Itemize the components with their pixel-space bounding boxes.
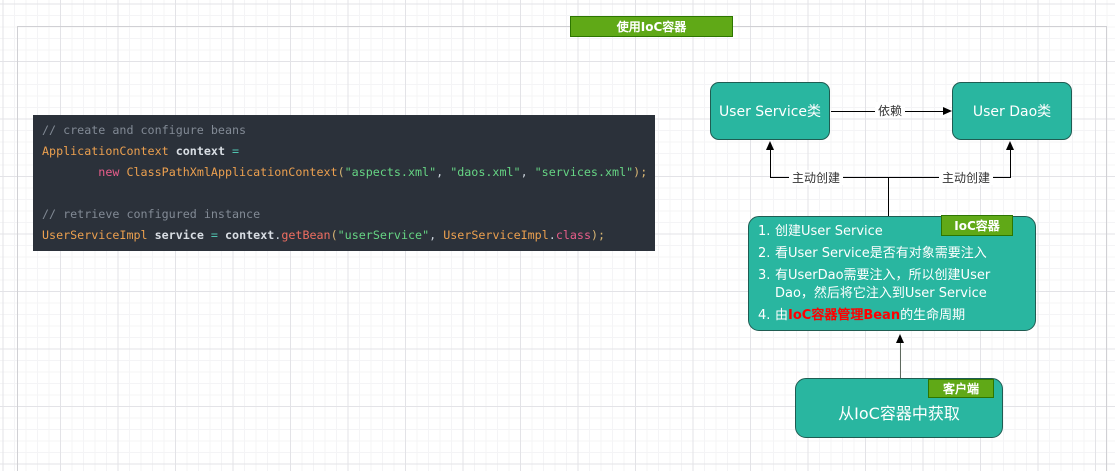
client-badge[interactable]: 客户端 [928, 379, 994, 398]
create-label-left[interactable]: 主动创建 [789, 170, 843, 185]
node-user-service[interactable]: User Service类 [710, 82, 830, 140]
ioc-step: 4.由IoC容器管理Bean的生命周期 [758, 308, 966, 323]
node-user-dao-label: User Dao类 [972, 104, 1052, 120]
node-ioc-container[interactable]: 1.创建User Service 2.看User Service是否有对象需要注入… [748, 216, 1036, 331]
code-line: ApplicationContext context = [42, 144, 240, 158]
ioc-steps-list: 1.创建User Service 2.看User Service是否有对象需要注入… [758, 223, 1030, 329]
create-arrow-left-line[interactable] [770, 149, 771, 177]
title-badge[interactable]: 使用IoC容器 [570, 16, 733, 37]
dependency-arrowhead-icon [943, 107, 952, 115]
create-label-right[interactable]: 主动创建 [939, 170, 993, 185]
ioc-step: 3.有UserDao需要注入，所以创建User Dao，然后将它注入到User … [758, 268, 991, 301]
ioc-container-badge[interactable]: IoC容器 [941, 215, 1013, 236]
ioc-step: 1.创建User Service [758, 224, 883, 239]
create-arrow-right-line[interactable] [1010, 149, 1011, 177]
code-line: // create and configure beans [42, 123, 247, 137]
client-arrowhead-icon [896, 334, 904, 343]
code-line [42, 183, 646, 204]
create-arrow-left-head-icon [766, 141, 774, 150]
code-line: // retrieve configured instance [42, 207, 261, 221]
node-user-service-label: User Service类 [718, 104, 822, 120]
code-line: new ClassPathXmlApplicationContext("aspe… [98, 165, 648, 179]
create-arrow-right-head-icon [1006, 141, 1014, 150]
client-arrow-line[interactable] [900, 343, 901, 378]
ioc-connector-crossbar[interactable] [770, 177, 1011, 178]
ioc-connector-stem[interactable] [888, 177, 889, 216]
dependency-arrow-label[interactable]: 依赖 [875, 102, 905, 118]
node-user-dao[interactable]: User Dao类 [952, 82, 1072, 140]
ioc-step: 2.看User Service是否有对象需要注入 [758, 246, 987, 261]
code-line: UserServiceImpl service = context.getBea… [42, 228, 606, 242]
node-client-label: 从IoC容器中获取 [838, 404, 960, 423]
page-boundary [17, 26, 1107, 471]
title-badge-label: 使用IoC容器 [616, 20, 687, 34]
